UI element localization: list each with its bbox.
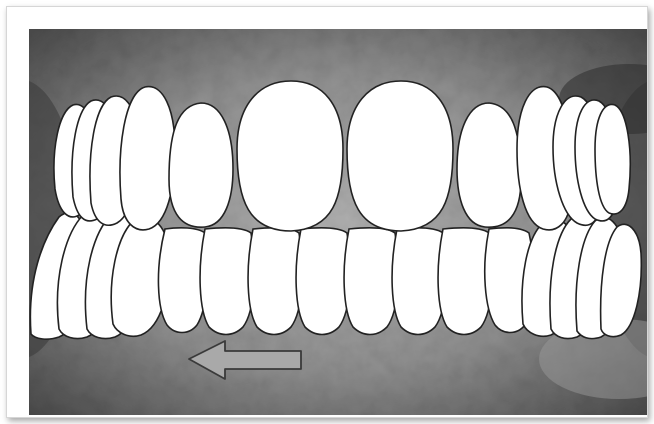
- image-frame: [6, 6, 648, 418]
- lower-tooth-l1: [344, 228, 398, 335]
- lower-tooth-l3: [438, 228, 492, 335]
- lower-tooth-r2: [248, 228, 302, 335]
- mouth-photo: [29, 29, 647, 415]
- upper-tooth-l4: [457, 103, 521, 227]
- lower-tooth-r3: [200, 228, 254, 335]
- lower-tooth-r1: [296, 228, 350, 335]
- upper-tooth-r3: [237, 81, 343, 231]
- upper-tooth-r5: [120, 87, 175, 230]
- upper-tooth-r4: [169, 103, 233, 227]
- upper-tooth-l8: [595, 104, 630, 214]
- teeth-illustration: [29, 29, 647, 415]
- upper-tooth-l3: [347, 81, 453, 231]
